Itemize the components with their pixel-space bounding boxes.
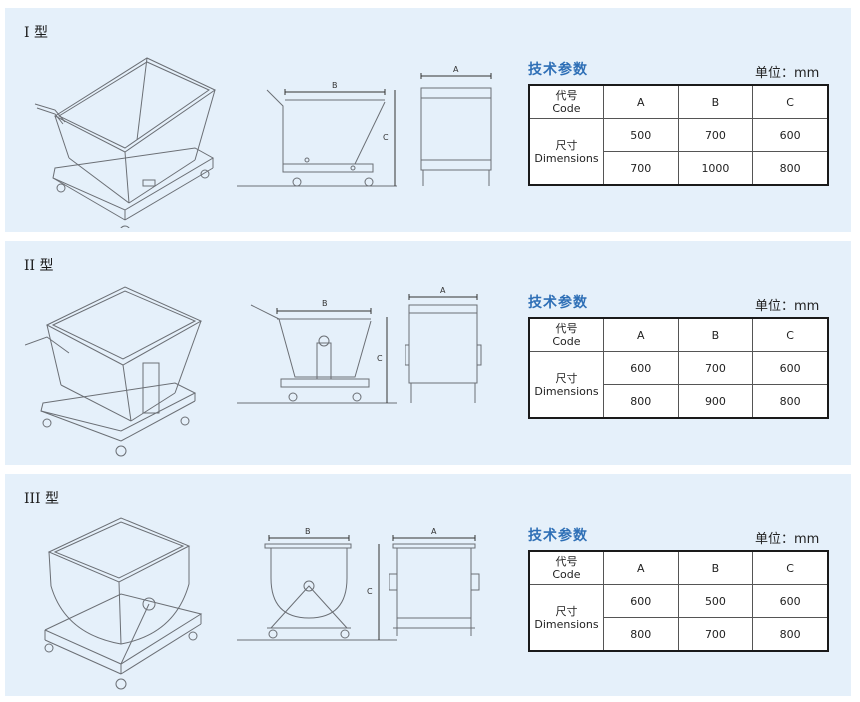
- table-cell: 600: [602, 351, 679, 385]
- side-view-type-3: B C: [237, 527, 397, 664]
- table-cell: 700: [677, 351, 754, 385]
- table-cell: 900: [677, 384, 754, 419]
- table-cell: 800: [752, 384, 829, 419]
- col-header-c: C: [752, 317, 829, 352]
- side-view-type-2: B C: [237, 299, 397, 431]
- table-cell: 600: [752, 351, 829, 385]
- panel-type-3: III 型 B C A: [5, 474, 851, 696]
- dim-c-label: C: [377, 354, 383, 363]
- col-header-c: C: [752, 550, 829, 585]
- iso-drawing-type-3: [25, 494, 225, 694]
- table-cell: 500: [677, 584, 754, 618]
- col-header-b: B: [677, 84, 754, 119]
- dim-c-label: C: [367, 587, 373, 596]
- type-label: III 型: [24, 491, 60, 507]
- dim-b-label: B: [305, 527, 311, 536]
- front-view-type-3: A: [389, 527, 499, 664]
- side-view-type-1: B C: [237, 81, 397, 198]
- dim-b-label: B: [322, 299, 328, 308]
- panel-type-1: I 型 B C: [5, 8, 851, 232]
- spec-title: 技术参数: [528, 62, 588, 78]
- panel-type-2: II 型 B C A: [5, 241, 851, 465]
- dim-c-label: C: [383, 133, 389, 142]
- front-view-type-2: A: [405, 286, 505, 431]
- table-cell: 700: [677, 118, 754, 152]
- table-cell: 600: [752, 584, 829, 618]
- unit-label: 单位：mm: [755, 299, 820, 314]
- table-cell: 500: [602, 118, 679, 152]
- table-cell: 1000: [677, 151, 754, 186]
- dim-a-label: A: [440, 286, 446, 295]
- col-header-a: A: [602, 84, 679, 119]
- iso-drawing-type-1: [25, 28, 225, 228]
- dim-a-label: A: [431, 527, 437, 536]
- table-cell: 800: [602, 617, 679, 652]
- unit-label: 单位：mm: [755, 532, 820, 547]
- dim-b-label: B: [332, 81, 338, 90]
- type-label: I 型: [24, 25, 48, 41]
- col-header-b: B: [677, 317, 754, 352]
- table-cell: 600: [752, 118, 829, 152]
- col-header-a: A: [602, 317, 679, 352]
- type-label: II 型: [24, 258, 54, 274]
- dim-a-label: A: [453, 65, 459, 74]
- table-cell: 700: [677, 617, 754, 652]
- table-cell: 800: [752, 151, 829, 186]
- col-header-b: B: [677, 550, 754, 585]
- unit-label: 单位：mm: [755, 66, 820, 81]
- table-cell: 800: [752, 617, 829, 652]
- col-header-c: C: [752, 84, 829, 119]
- spec-title: 技术参数: [528, 528, 588, 544]
- spec-title: 技术参数: [528, 295, 588, 311]
- table-cell: 600: [602, 584, 679, 618]
- table-cell: 800: [602, 384, 679, 419]
- iso-drawing-type-2: [25, 261, 225, 461]
- col-header-a: A: [602, 550, 679, 585]
- table-cell: 700: [602, 151, 679, 186]
- front-view-type-1: A: [405, 65, 505, 198]
